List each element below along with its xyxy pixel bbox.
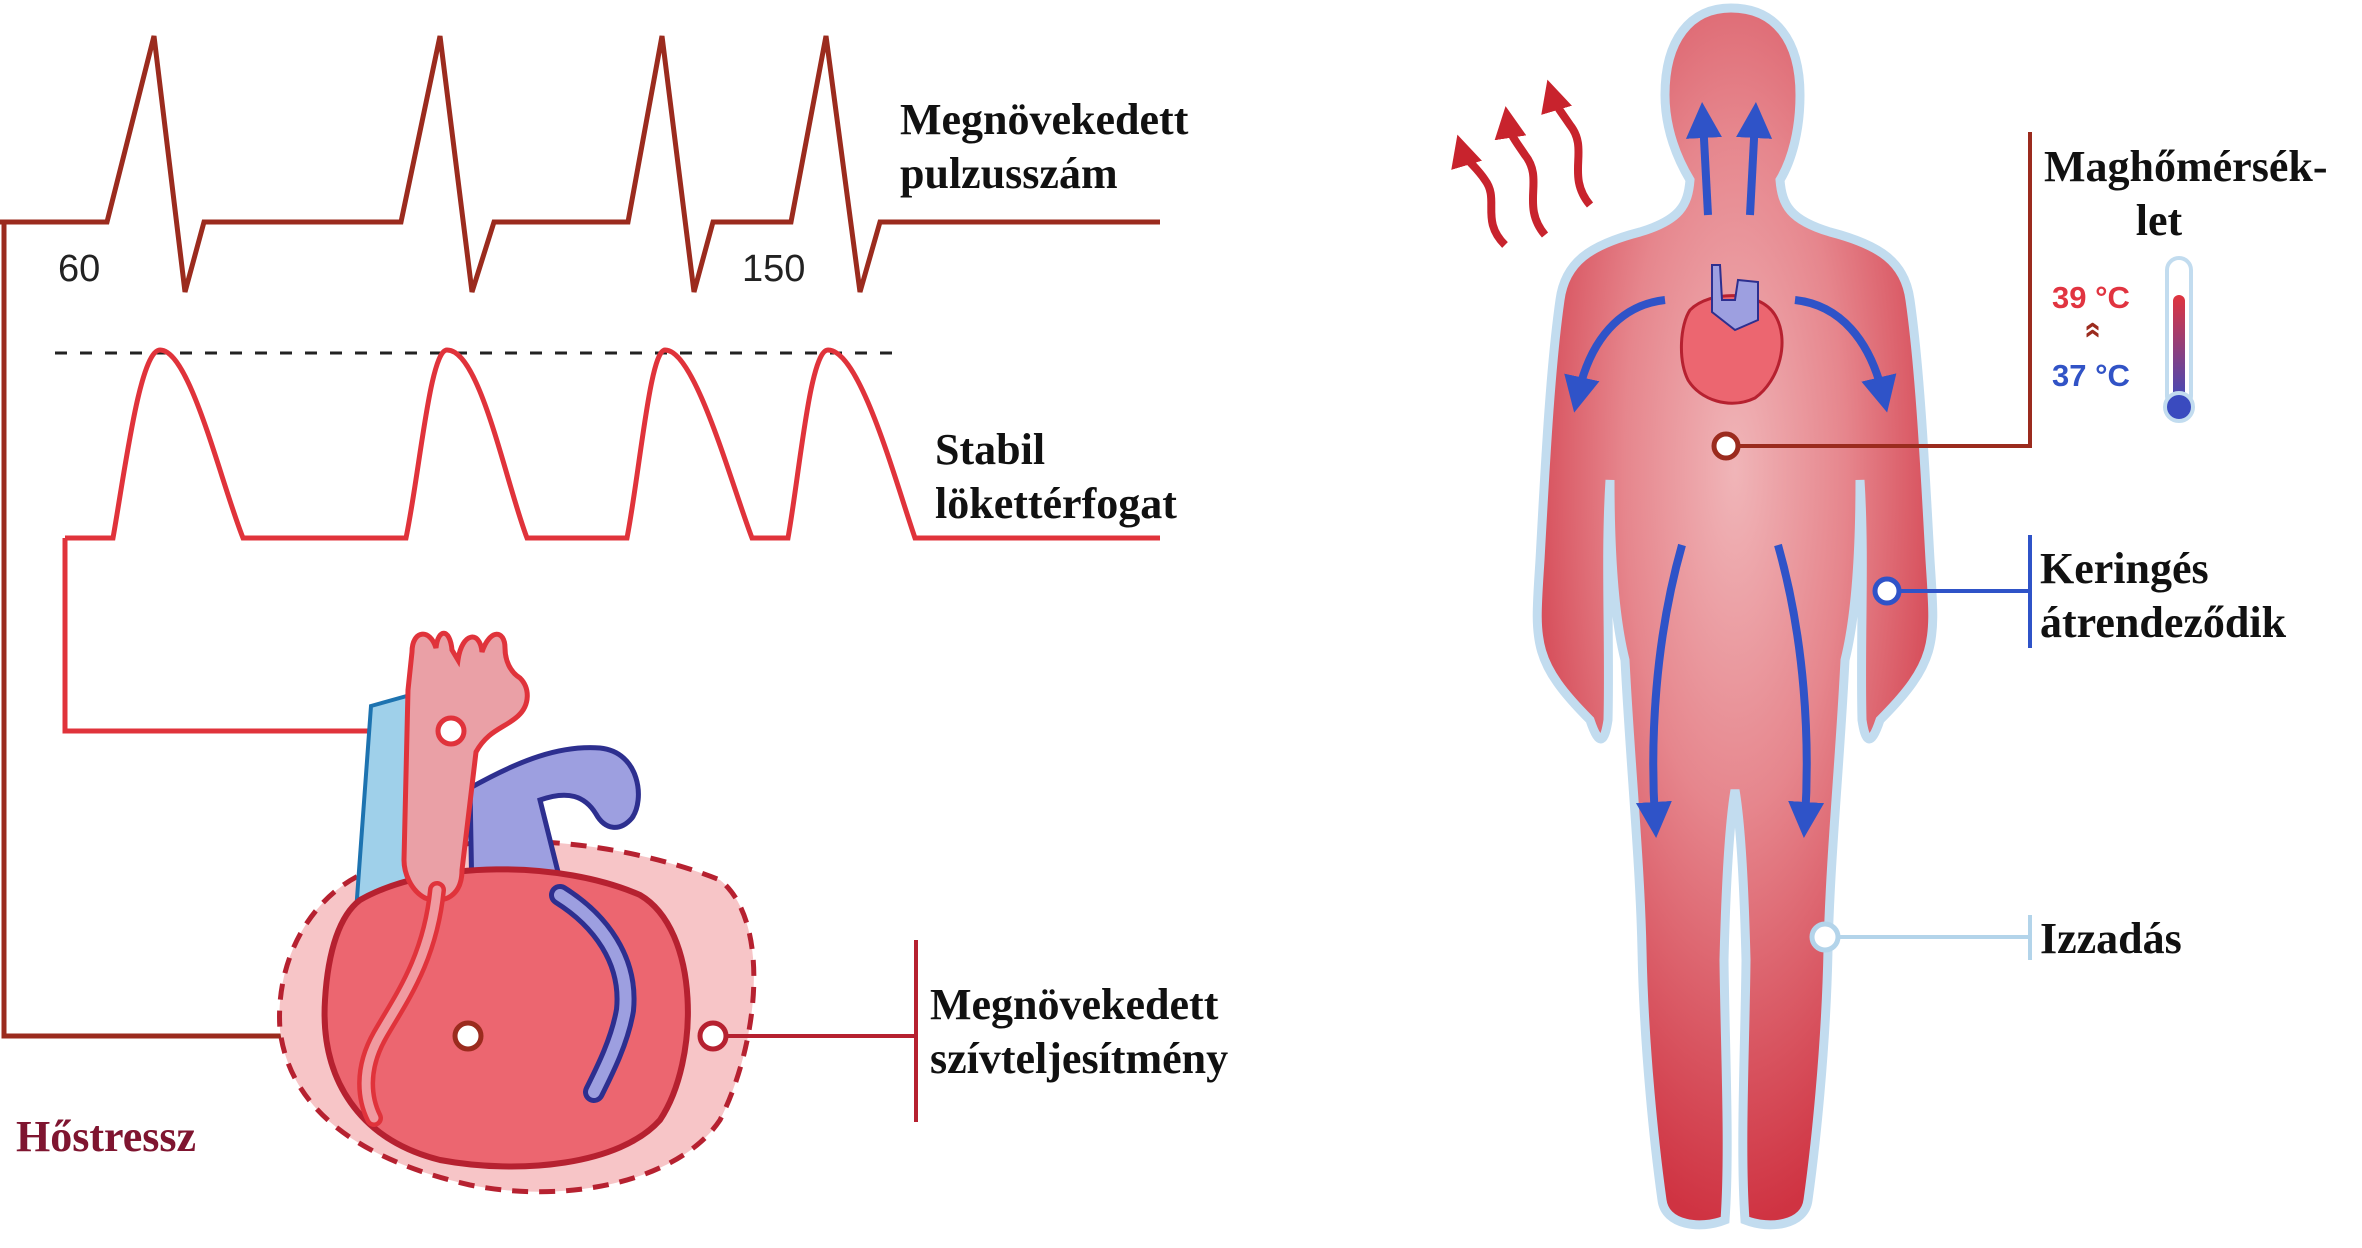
core-temp-label-line1: Maghőmérsék- (2044, 142, 2328, 191)
stroke-volume-waveform (65, 347, 1160, 541)
heart-illustration (277, 630, 757, 1195)
heart-rate-label: Megnövekedett pulzusszám (900, 93, 1188, 201)
stroke-volume-label-line1: Stabil (935, 425, 1046, 474)
sweat-connection-point (1809, 921, 1841, 953)
coronary-vessel-red-inner (361, 885, 442, 1123)
heat-stress-label: Hőstressz (16, 1112, 197, 1161)
sweating-label: Izzadás (2040, 914, 2182, 963)
aorta-connection-point (435, 715, 467, 747)
thermometer-icon (2163, 256, 2195, 423)
core-temp-label: Maghőmérsék- let (2044, 140, 2328, 248)
circulation-label: Keringés átrendeződik (2040, 542, 2286, 650)
circulation-label-line2: átrendeződik (2040, 598, 2287, 647)
coronary-vessel-blue-inner (554, 889, 632, 1098)
human-body-illustration (1532, 3, 1938, 1230)
cardiac-output-label-line2: szívteljesítmény (930, 1034, 1229, 1083)
right-leg-flow-arrow (1774, 543, 1825, 838)
temp-low-value: 37 °C (2052, 358, 2130, 393)
core-temp-label-line2: let (2135, 196, 2183, 245)
core-temp-connection-point (1711, 431, 1741, 461)
temp-high-value: 39 °C (2052, 280, 2130, 315)
pulse-waveform (0, 35, 1160, 293)
stroke-volume-label: Stabil lökettérfogat (935, 423, 1177, 531)
left-arm-flow-arrow (1564, 296, 1666, 413)
cardiac-output-label: Megnövekedett szívteljesítmény (930, 978, 1228, 1086)
rate-high-value: 150 (742, 248, 806, 290)
heat-wave-arrows (1451, 79, 1594, 248)
head-flow-arrow-left (1685, 102, 1722, 216)
heart-rate-label-line1: Megnövekedett (900, 95, 1189, 144)
left-leg-flow-arrow (1635, 543, 1686, 838)
heart-rate-label-line2: pulzusszám (900, 149, 1118, 198)
core-temp-leader (1738, 132, 2032, 448)
cardiac-output-label-line1: Megnövekedett (930, 980, 1219, 1029)
torso-heart-vessels (1711, 264, 1759, 332)
body-silhouette (1532, 3, 1938, 1230)
head-flow-arrow-right (1736, 102, 1773, 216)
circulation-connection-point (1872, 576, 1902, 606)
stroke-volume-label-line2: lökettérfogat (935, 479, 1177, 528)
stroke-volume-connector-line (62, 538, 451, 734)
rate-low-value: 60 (58, 248, 101, 290)
circulation-label-line1: Keringés (2040, 544, 2209, 593)
heart-connection-point (452, 1020, 484, 1052)
temp-rise-icon: » (2072, 321, 2108, 339)
cardiac-output-connection-point (697, 1020, 729, 1052)
right-arm-flow-arrow (1794, 296, 1897, 413)
